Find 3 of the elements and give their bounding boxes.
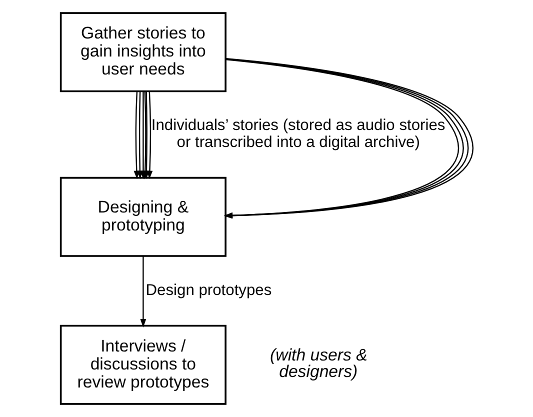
node-label: (with users & designers) (270, 345, 367, 382)
edge-label: Design prototypes (145, 282, 272, 299)
edge-label: Individuals’ stories (stored as audio stories or transcribed into a digital archive) (150, 117, 445, 152)
